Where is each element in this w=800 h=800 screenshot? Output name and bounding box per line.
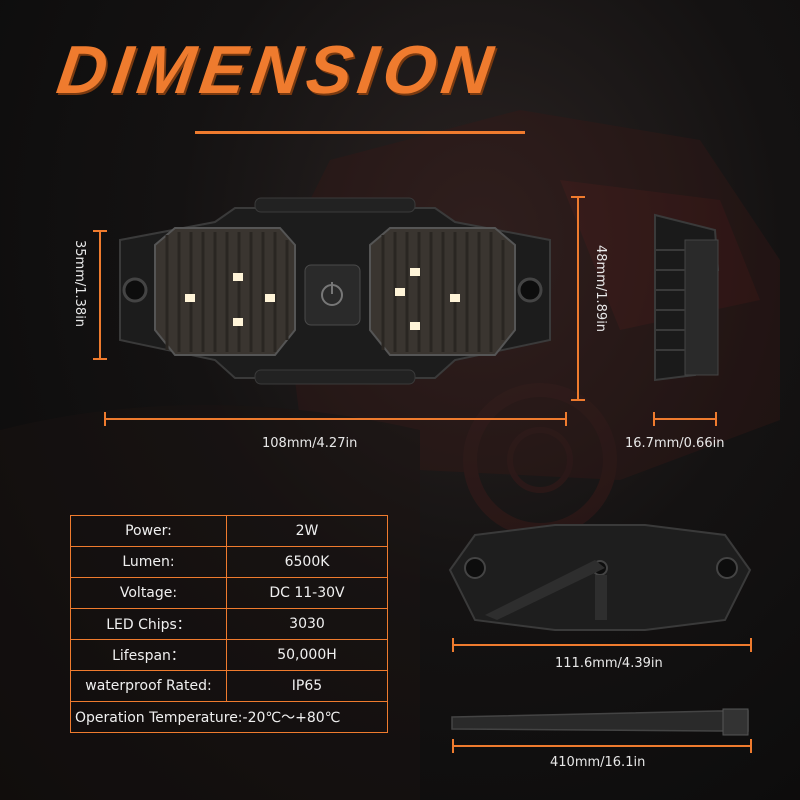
table-row: Voltage: DC 11-30V <box>70 577 388 609</box>
spec-value: 2W <box>226 515 388 547</box>
front-height-label: 35mm/1.38in <box>72 240 87 328</box>
spec-label: Lifespan： <box>70 639 227 671</box>
side-depth-label: 16.7mm/0.66in <box>625 436 725 451</box>
spec-value: 6500K <box>226 546 388 578</box>
spec-value: IP65 <box>226 670 388 702</box>
table-row: Lifespan： 50,000H <box>70 639 388 671</box>
front-width-label: 108mm/4.27in <box>262 436 358 451</box>
strap-length-line <box>452 745 752 747</box>
spec-value: 50,000H <box>226 639 388 671</box>
spec-value: 3030 <box>226 608 388 640</box>
power-button-icon <box>304 264 361 326</box>
side-height-line <box>577 196 579 401</box>
side-height-label: 48mm/1.89in <box>593 245 608 333</box>
side-depth-line <box>653 418 717 420</box>
mounting-base-image <box>448 524 752 631</box>
strap-image <box>451 708 749 736</box>
base-length-label: 111.6mm/4.39in <box>555 656 663 671</box>
base-length-line <box>452 644 752 646</box>
page-title: DIMENSION <box>52 32 503 108</box>
spec-value: DC 11-30V <box>226 577 388 609</box>
table-row: waterproof Rated: IP65 <box>70 670 388 702</box>
front-width-line <box>104 418 567 420</box>
spec-label: Power: <box>70 515 227 547</box>
strap-length-label: 410mm/16.1in <box>550 755 646 770</box>
led-lens-left <box>154 227 296 356</box>
table-row: Power: 2W <box>70 515 388 547</box>
table-row: Lumen: 6500K <box>70 546 388 578</box>
table-row: Operation Temperature:-20℃～+80℃ <box>70 701 388 733</box>
table-row: LED Chips： 3030 <box>70 608 388 640</box>
title-underline <box>195 131 525 134</box>
front-height-line <box>99 230 101 360</box>
spec-table: Power: 2W Lumen: 6500K Voltage: DC 11-30… <box>70 515 388 733</box>
light-side-view <box>654 213 720 382</box>
light-front-view <box>119 197 551 385</box>
operation-temperature: Operation Temperature:-20℃～+80℃ <box>70 701 388 733</box>
spec-label: LED Chips： <box>70 608 227 640</box>
spec-label: waterproof Rated: <box>70 670 227 702</box>
led-lens-right <box>369 227 516 356</box>
spec-label: Lumen: <box>70 546 227 578</box>
spec-label: Voltage: <box>70 577 227 609</box>
